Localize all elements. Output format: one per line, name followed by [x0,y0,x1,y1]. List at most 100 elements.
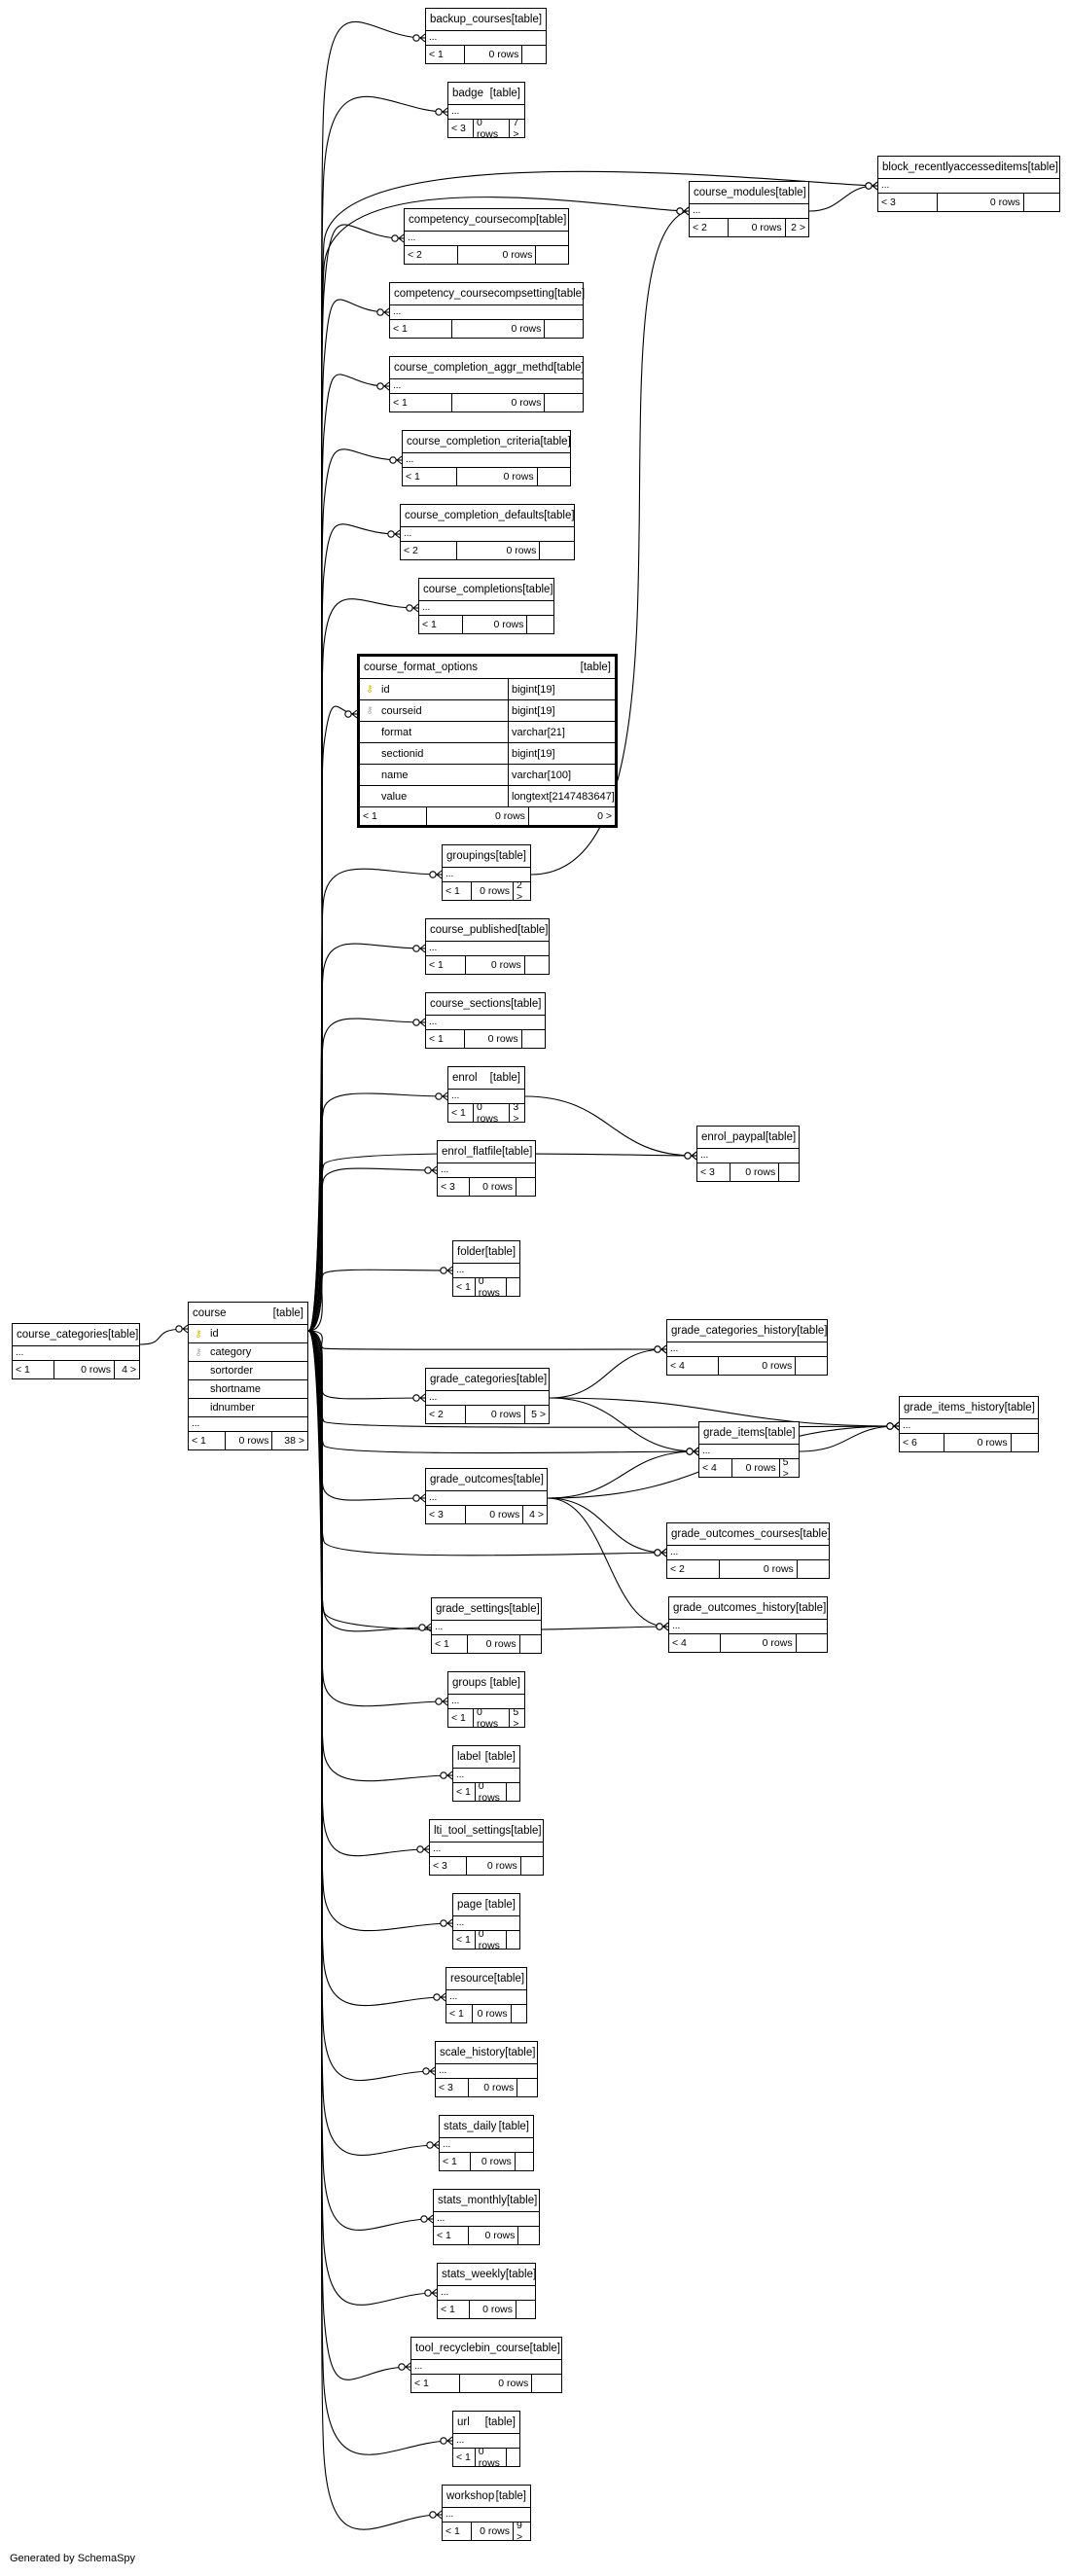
table-name[interactable]: course_published [430,924,518,936]
table-name[interactable]: enrol [452,1072,478,1084]
table-name[interactable]: label [457,1751,481,1763]
table-name[interactable]: competency_coursecomp [409,214,537,226]
table-name[interactable]: course_format_options [364,662,478,673]
parents-count[interactable]: < 2 [404,545,418,556]
children-count[interactable]: 7 > [509,117,524,140]
parents-count[interactable]: < 1 [429,49,444,60]
parents-count[interactable]: < 3 [441,1181,455,1193]
parents-count[interactable]: < 1 [456,1281,471,1293]
table-name[interactable]: block_recentlyaccesseditems [882,161,1028,173]
children-count[interactable] [536,468,570,485]
parents-count[interactable]: < 1 [406,471,420,483]
children-count[interactable] [535,246,568,264]
children-count[interactable] [518,1635,541,1653]
parents-count[interactable]: < 3 [700,1166,715,1178]
children-count[interactable] [1022,194,1059,211]
children-count[interactable]: 3 > [509,1101,524,1125]
column-shortname[interactable]: shortname [189,1379,307,1398]
children-count[interactable]: 0 > [527,807,615,825]
children-count[interactable] [520,1030,545,1048]
children-count[interactable] [516,2301,535,2318]
table-name[interactable]: page [457,1899,482,1911]
parents-count[interactable]: < 3 [439,2082,453,2093]
children-count[interactable]: 9 > [513,2520,530,2543]
table-name[interactable]: grade_items_history [904,1402,1005,1413]
children-count[interactable] [510,2005,526,2022]
table-name[interactable]: enrol_paypal [701,1131,766,1143]
parents-count[interactable]: < 1 [429,1033,444,1045]
parents-count[interactable]: < 1 [449,2008,464,2020]
children-count[interactable]: 2 > [513,879,530,903]
parents-count[interactable]: < 1 [16,1364,30,1376]
parents-count[interactable]: < 2 [408,249,422,261]
table-name[interactable]: stats_monthly [438,2195,507,2206]
children-count[interactable]: 5 > [523,1406,549,1423]
children-count[interactable] [521,46,546,63]
parents-count[interactable]: < 4 [702,1462,717,1474]
parents-count[interactable]: < 1 [393,323,408,335]
parents-count[interactable]: < 1 [363,810,377,822]
parents-count[interactable]: < 1 [451,1107,466,1119]
table-name[interactable]: course_completion_criteria [407,436,541,447]
parents-count[interactable]: < 1 [456,1934,471,1946]
parents-count[interactable]: < 3 [433,1860,447,1872]
children-count[interactable]: 38 > [271,1432,307,1449]
children-count[interactable] [796,1560,829,1578]
table-name[interactable]: course [193,1307,227,1319]
table-name[interactable]: course_categories [17,1329,108,1341]
parents-count[interactable]: < 6 [903,1437,917,1449]
table-name[interactable]: grade_items [703,1427,766,1439]
table-name[interactable]: lti_tool_settings [434,1825,512,1837]
children-count[interactable] [795,1357,827,1375]
table-name[interactable]: groupings [446,850,496,862]
table-name[interactable]: tool_recyclebin_course [415,2343,530,2354]
parents-count[interactable]: < 2 [693,222,707,233]
children-count[interactable]: 4 > [114,1361,139,1378]
children-count[interactable] [506,1278,519,1296]
parents-count[interactable]: < 1 [437,2230,451,2241]
table-name[interactable]: course_completions [423,584,523,595]
parents-count[interactable]: < 2 [670,1563,685,1575]
children-count[interactable] [531,2375,561,2392]
column-idnumber[interactable]: idnumber [189,1398,307,1416]
table-name[interactable]: grade_categories [430,1374,517,1385]
table-name[interactable]: url [457,2416,470,2428]
table-name[interactable]: groups [452,1677,487,1689]
children-count[interactable] [544,394,583,411]
parents-count[interactable]: < 1 [435,1638,449,1650]
table-name[interactable]: grade_categories_history [671,1325,798,1337]
table-name[interactable]: competency_coursecompsetting [394,288,554,300]
table-block_recentlyaccesseditems[interactable]: block_recentlyaccesseditems[table]...< 3… [877,156,1060,212]
parents-count[interactable]: < 3 [451,123,466,134]
table-name[interactable]: course_modules [694,187,776,198]
parents-count[interactable]: < 3 [429,1509,444,1521]
